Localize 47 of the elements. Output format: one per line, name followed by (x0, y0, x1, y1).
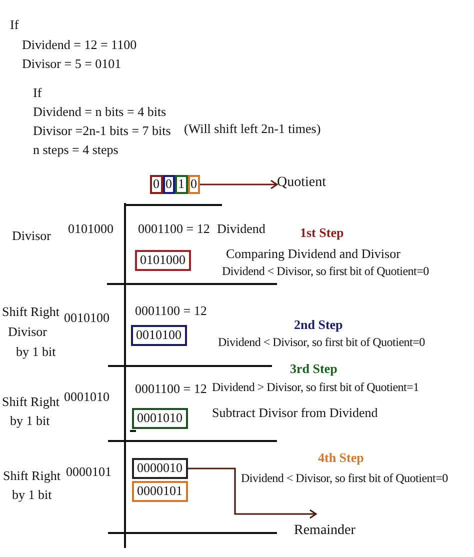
row-label: Shift Right (3, 469, 60, 484)
binary-box: 0001010 (132, 408, 188, 429)
note-text: Dividend = n bits = 4 bits (33, 105, 166, 120)
binary-box: 0101000 (135, 250, 190, 271)
result-label: Quotient (277, 175, 326, 192)
note-text: 0010100 (64, 311, 110, 326)
step-title: 3rd Step (290, 362, 338, 377)
note-text: Dividend < Divisor, so first bit of Quotient=0 (241, 472, 448, 486)
note-text: Dividend > Divisor, so first bit of Quotient=1 (212, 381, 419, 395)
row-label: by 1 bit (16, 345, 56, 360)
binary-box: 0000010 (132, 458, 188, 479)
note-text: Dividend = 12 = 1100 (22, 38, 137, 53)
arrow (188, 468, 317, 519)
note-text: Divisor =2n-1 bits = 7 bits (33, 124, 171, 139)
quotient-bit: 0 (188, 175, 200, 194)
quotient-bit: 1 (175, 175, 188, 194)
quotient-bit: 0 (150, 175, 162, 194)
binary-box: 0010100 (131, 325, 186, 346)
note-text: Divisor = 5 = 0101 (22, 57, 122, 72)
note-text: Subtract Divisor from Dividend (212, 406, 378, 421)
note-text: (Will shift left 2n-1 times) (184, 122, 321, 137)
step-title: 2nd Step (294, 318, 343, 333)
quotient-bit: 0 (162, 175, 175, 194)
binary-box: 0000101 (132, 481, 188, 502)
row-label: by 1 bit (12, 488, 52, 503)
note-text: 0001010 (64, 390, 110, 405)
note-text: 0001100 = 12 (135, 382, 207, 397)
note-text: Dividend < Divisor, so first bit of Quotient=0 (218, 336, 425, 350)
row-label: Divisor (12, 229, 51, 244)
note-text: If (10, 18, 19, 33)
result-label: Remainder (294, 514, 356, 540)
note-text: If (33, 86, 42, 101)
note-text: n steps = 4 steps (33, 143, 118, 158)
step-title: 1st Step (300, 226, 344, 241)
note-text: 0000101 (66, 465, 112, 480)
note-text: Comparing Dividend and Divisor (226, 247, 400, 262)
row-label: Divisor (8, 325, 47, 340)
note-text: 0001100 = 12 (135, 304, 207, 319)
step-title: 4th Step (318, 451, 364, 466)
row-label: Shift Right (2, 305, 60, 320)
note-text: 0001100 = 12 (138, 222, 210, 237)
row-label: Shift Right (2, 395, 60, 410)
arrow (200, 180, 278, 190)
note-text: 0101000 (68, 222, 114, 237)
note-text: Dividend < Divisor, so first bit of Quotient=0 (222, 265, 429, 279)
row-label: by 1 bit (10, 414, 50, 429)
note-text: Dividend (217, 222, 266, 237)
